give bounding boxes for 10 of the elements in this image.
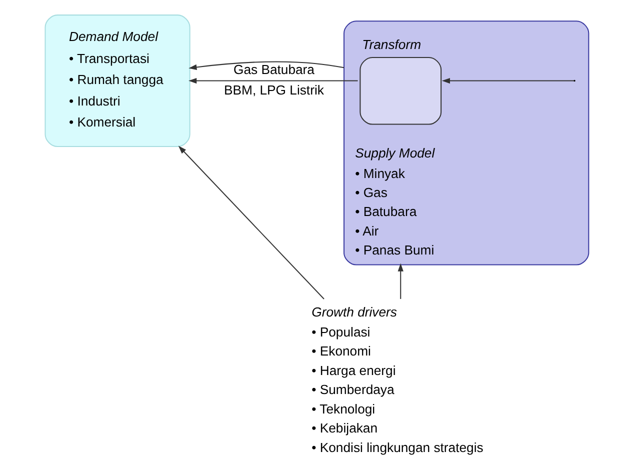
node-box: Demand Model • Transportasi • Rumah tangga • Industri • Komersial [44, 14, 190, 146]
edge-label: Gas Batubara [232, 62, 314, 77]
arrow [441, 77, 574, 84]
arrow [188, 77, 358, 84]
arrow [397, 262, 403, 298]
node-label: Transform [362, 36, 421, 52]
edge-label: BBM, LPG Listrik [224, 82, 324, 97]
arrow [188, 60, 344, 70]
node-text: Growth drivers • Populasi • Ekonomi • Harga energi • Sumberdaya • Teknologi • Kebijakan • Kondisi lingkungan strategis [311, 304, 483, 454]
arrow [178, 145, 324, 299]
